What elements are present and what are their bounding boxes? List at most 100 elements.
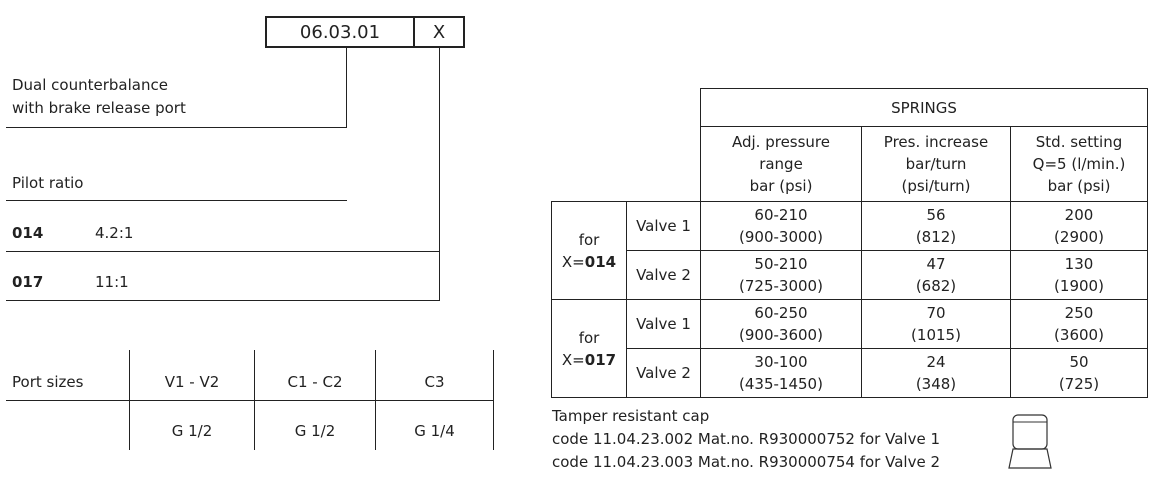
std-psi: (2900) — [1054, 228, 1104, 246]
valve-label: Valve 1 — [626, 299, 701, 349]
range-psi: (725-3000) — [739, 277, 823, 295]
std-cell: 50 (725) — [1010, 348, 1148, 398]
range-cell: 30-100 (435-1450) — [700, 348, 862, 398]
empty-cell — [552, 127, 701, 202]
header-line: bar (psi) — [749, 177, 813, 195]
description-line-1: Dual counterbalance — [12, 76, 168, 94]
table-row: for X=014 Valve 1 60-210 (900-3000) 56 (81… — [551, 201, 1148, 300]
x-code: 014 — [584, 252, 617, 271]
increase-bar: 24 — [926, 353, 946, 371]
increase-bar: 47 — [926, 255, 946, 273]
increase-bar: 56 — [926, 206, 946, 224]
header-line: Q=5 (l/min.) — [1032, 155, 1126, 173]
connector-line — [439, 48, 440, 300]
table-row: Valve 2 50-210 (725-3000) 47 (682) 130 (190… — [552, 250, 1148, 300]
pilot-ratio-017: 11:1 — [95, 273, 129, 291]
x-prefix: X= — [561, 252, 585, 271]
divider — [493, 350, 494, 450]
header-line: range — [759, 155, 803, 173]
pilot-ratio-label: Pilot ratio — [12, 174, 84, 192]
divider — [6, 251, 440, 252]
port-sizes-label: Port sizes — [12, 373, 84, 391]
pilot-code-017: 017 — [12, 273, 44, 291]
ordering-code-box: 06.03.01 X — [265, 16, 465, 48]
valve-label: Valve 2 — [626, 348, 701, 398]
increase-psi: (348) — [915, 375, 957, 393]
increase-psi: (682) — [915, 277, 957, 295]
port-value-c3: G 1/4 — [414, 422, 455, 440]
tamper-line-2: code 11.04.23.003 Mat.no. R930000754 for… — [552, 453, 940, 471]
tamper-title: Tamper resistant cap — [552, 407, 710, 425]
x-prefix: X= — [561, 350, 585, 369]
increase-psi: (812) — [915, 228, 957, 246]
std-psi: (3600) — [1054, 326, 1104, 344]
range-psi: (900-3600) — [739, 326, 823, 344]
table-row: for X=017 Valve 1 60-250 (900-3600) 70 (10… — [551, 299, 1148, 398]
std-cell: 130 (1900) — [1010, 250, 1148, 300]
range-psi: (435-1450) — [739, 375, 823, 393]
std-psi: (725) — [1058, 375, 1100, 393]
valve-label: Valve 2 — [626, 250, 701, 300]
group-label-017: for X=017 — [551, 299, 627, 398]
increase-psi: (1015) — [911, 326, 961, 344]
group-x: X=017 — [552, 349, 626, 371]
divider — [129, 350, 130, 450]
header-line: Pres. increase — [883, 133, 989, 151]
increase-cell: 47 (682) — [861, 250, 1011, 300]
divider — [6, 400, 494, 401]
pilot-code-014: 014 — [12, 224, 44, 242]
divider — [375, 350, 376, 450]
tamper-cap-icon — [1008, 414, 1052, 469]
group-for: for — [578, 230, 600, 249]
divider — [6, 127, 347, 128]
tamper-line-1: code 11.04.23.002 Mat.no. R930000752 for… — [552, 430, 940, 448]
col-header-adj-pressure: Adj. pressure range bar (psi) — [700, 126, 862, 202]
std-bar: 250 — [1064, 304, 1094, 322]
group-for: for — [578, 328, 600, 347]
increase-bar: 70 — [926, 304, 946, 322]
std-bar: 50 — [1069, 353, 1089, 371]
group-x: X=014 — [552, 251, 626, 273]
ordering-code-suffix: X — [432, 21, 446, 43]
port-header-v1-v2: V1 - V2 — [164, 373, 220, 391]
std-bar: 200 — [1064, 206, 1094, 224]
port-value-v1-v2: G 1/2 — [171, 422, 213, 440]
std-cell: 200 (2900) — [1010, 201, 1148, 251]
springs-table: SPRINGS Adj. pressure range bar (psi) Pr… — [551, 88, 1148, 398]
empty-cell — [552, 89, 701, 127]
header-line: (psi/turn) — [901, 177, 971, 195]
std-cell: 250 (3600) — [1010, 299, 1148, 349]
pilot-ratio-014: 4.2:1 — [95, 224, 134, 242]
range-cell: 50-210 (725-3000) — [700, 250, 862, 300]
port-value-c1-c2: G 1/2 — [294, 422, 336, 440]
header-line: bar/turn — [905, 155, 967, 173]
std-bar: 130 — [1064, 255, 1094, 273]
range-psi: (900-3000) — [739, 228, 823, 246]
divider — [254, 350, 255, 450]
divider — [6, 200, 347, 201]
valve-label: Valve 1 — [626, 201, 701, 251]
range-bar: 60-210 — [754, 206, 808, 224]
table-row: Valve 2 30-100 (435-1450) 24 (348) 50 (725) — [552, 348, 1148, 398]
divider — [6, 300, 440, 301]
increase-cell: 70 (1015) — [861, 299, 1011, 349]
group-label-014: for X=014 — [551, 201, 627, 300]
increase-cell: 24 (348) — [861, 348, 1011, 398]
range-cell: 60-250 (900-3600) — [700, 299, 862, 349]
description-line-2: with brake release port — [12, 99, 186, 117]
range-bar: 30-100 — [754, 353, 808, 371]
header-line: Adj. pressure — [731, 133, 830, 151]
std-psi: (1900) — [1054, 277, 1104, 295]
x-code: 017 — [584, 350, 617, 369]
port-header-c1-c2: C1 - C2 — [287, 373, 343, 391]
ordering-code: 06.03.01 — [267, 18, 415, 46]
springs-title: SPRINGS — [700, 88, 1148, 127]
range-bar: 60-250 — [754, 304, 808, 322]
increase-cell: 56 (812) — [861, 201, 1011, 251]
range-bar: 50-210 — [754, 255, 808, 273]
col-header-pres-increase: Pres. increase bar/turn (psi/turn) — [861, 126, 1011, 202]
col-header-std-setting: Std. setting Q=5 (l/min.) bar (psi) — [1010, 126, 1148, 202]
connector-line — [346, 48, 347, 127]
header-line: bar (psi) — [1047, 177, 1111, 195]
port-header-c3: C3 — [424, 373, 445, 391]
